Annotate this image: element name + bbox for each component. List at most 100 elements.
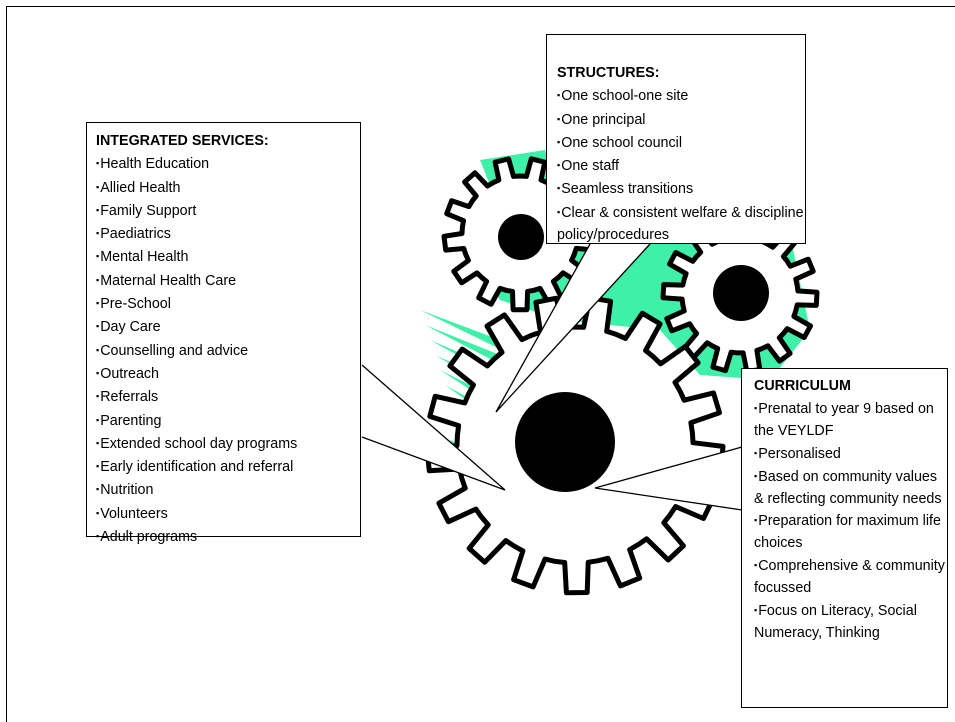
list-item: ▪Family Support — [96, 199, 360, 222]
bullet-icon: ▪ — [96, 507, 100, 518]
list-item: ▪Referrals — [96, 385, 360, 408]
list-item-text: One staff — [561, 158, 619, 175]
list-item-text: Pre-School — [100, 296, 171, 313]
list-item-text: Outreach — [100, 365, 160, 382]
list-item: ▪Mental Health — [96, 245, 360, 268]
list-item: ▪One school-one site — [557, 84, 805, 107]
list-item: ▪One school council — [557, 131, 805, 154]
list-item-text: Early identification and referral — [100, 459, 294, 476]
bullet-icon: ▪ — [754, 515, 758, 526]
bullet-icon: ▪ — [96, 414, 100, 425]
list-item-text: Focus on Literacy, Social Numeracy, Thin… — [754, 603, 917, 641]
list-item: ▪Outreach — [96, 362, 360, 385]
green-stripe-2 — [425, 325, 500, 364]
structures-pointer — [495, 243, 651, 413]
list-item-text: Referrals — [100, 389, 159, 406]
list-item: ▪Nutrition — [96, 478, 360, 501]
list-item-text: Comprehensive & community focussed — [754, 558, 945, 597]
list-item-text: Adult programs — [100, 529, 198, 546]
bullet-icon: ▪ — [96, 367, 100, 378]
bullet-icon: ▪ — [754, 402, 758, 413]
bullet-icon: ▪ — [557, 113, 561, 124]
integrated-services-pointer — [361, 364, 506, 491]
integrated-services-list: ▪Health Education▪Allied Health▪Family S… — [96, 152, 360, 548]
list-item-text: One school-one site — [561, 88, 689, 105]
list-item-text: Parenting — [100, 412, 162, 429]
list-item-text: Counselling and advice — [100, 342, 249, 359]
bullet-icon: ▪ — [96, 181, 100, 192]
small-gear-top-hub — [498, 214, 544, 260]
curriculum-box: CURRICULUM ▪Prenatal to year 9 based on … — [741, 368, 948, 708]
bullet-icon: ▪ — [96, 204, 100, 215]
curriculum-list: ▪Prenatal to year 9 based on the VEYLDF▪… — [754, 398, 947, 645]
bullet-icon: ▪ — [754, 470, 758, 481]
list-item-text: Volunteers — [100, 505, 168, 522]
list-item: ▪Allied Health — [96, 176, 360, 199]
bullet-icon: ▪ — [754, 560, 758, 571]
curriculum-pointer — [594, 446, 743, 511]
list-item: ▪Health Education — [96, 152, 360, 175]
bullet-icon: ▪ — [96, 321, 100, 332]
list-item-text: Allied Health — [100, 179, 181, 196]
bullet-icon: ▪ — [96, 298, 100, 309]
list-item-text: One principal — [561, 111, 646, 128]
structures-title: STRUCTURES: — [557, 65, 660, 81]
bullet-icon: ▪ — [96, 531, 100, 542]
list-item: ▪Seamless transitions — [557, 177, 805, 200]
list-item-text: Seamless transitions — [561, 181, 694, 198]
list-item: ▪Personalised — [754, 443, 947, 466]
list-item-text: Prenatal to year 9 based on the VEYLDF — [754, 400, 934, 439]
list-item-text: Extended school day programs — [100, 435, 298, 452]
bullet-icon: ▪ — [557, 206, 561, 217]
structures-list: ▪One school-one site▪One principal▪One s… — [557, 84, 805, 246]
list-item-text: One school council — [561, 134, 683, 151]
list-item-text: Personalised — [758, 445, 841, 462]
list-item: ▪Counselling and advice — [96, 339, 360, 362]
list-item: ▪One principal — [557, 108, 805, 131]
list-item: ▪Early identification and referral — [96, 455, 360, 478]
list-item-text: Nutrition — [100, 482, 154, 499]
integrated-services-box: INTEGRATED SERVICES: ▪Health Education▪A… — [86, 122, 361, 545]
list-item-text: Clear & consistent welfare & discipline … — [557, 204, 804, 244]
curriculum-title: CURRICULUM — [754, 378, 851, 394]
list-item-text: Health Education — [100, 156, 210, 173]
bullet-icon: ▪ — [557, 183, 561, 194]
large-gear-hub — [515, 392, 615, 492]
list-item: ▪Adult programs — [96, 525, 360, 548]
list-item: ▪Day Care — [96, 315, 360, 338]
list-item: ▪Parenting — [96, 409, 360, 432]
list-item-text: Mental Health — [100, 249, 189, 266]
green-stripe-1 — [420, 310, 500, 349]
bullet-icon: ▪ — [754, 605, 758, 616]
bullet-icon: ▪ — [96, 437, 100, 448]
list-item: ▪Comprehensive & community focussed — [754, 555, 947, 600]
list-item: ▪Volunteers — [96, 502, 360, 525]
list-item-text: Maternal Health Care — [100, 272, 237, 289]
list-item: ▪Clear & consistent welfare & discipline… — [557, 201, 805, 247]
list-item: ▪Based on community values & reflecting … — [754, 466, 947, 511]
list-item: ▪Extended school day programs — [96, 432, 360, 455]
bullet-icon: ▪ — [96, 274, 100, 285]
bullet-icon: ▪ — [754, 447, 758, 458]
bullet-icon: ▪ — [96, 228, 100, 239]
list-item: ▪One staff — [557, 154, 805, 177]
bullet-icon: ▪ — [96, 484, 100, 495]
bullet-icon: ▪ — [557, 136, 561, 147]
slide-frame — [6, 6, 955, 722]
bullet-icon: ▪ — [96, 158, 100, 169]
small-gear-right-hub — [713, 265, 769, 321]
bullet-icon: ▪ — [96, 251, 100, 262]
list-item: ▪Maternal Health Care — [96, 269, 360, 292]
list-item: ▪Prenatal to year 9 based on the VEYLDF — [754, 398, 947, 443]
bullet-icon: ▪ — [96, 461, 100, 472]
list-item-text: Based on community values & reflecting c… — [754, 468, 942, 507]
integrated-services-title: INTEGRATED SERVICES: — [96, 133, 269, 149]
list-item-text: Preparation for maximum life choices — [754, 513, 941, 552]
list-item: ▪Pre-School — [96, 292, 360, 315]
list-item-text: Paediatrics — [100, 226, 171, 243]
list-item: ▪Preparation for maximum life choices — [754, 510, 947, 555]
list-item-text: Day Care — [100, 319, 161, 336]
list-item: ▪Focus on Literacy, Social Numeracy, Thi… — [754, 600, 947, 645]
bullet-icon: ▪ — [96, 344, 100, 355]
